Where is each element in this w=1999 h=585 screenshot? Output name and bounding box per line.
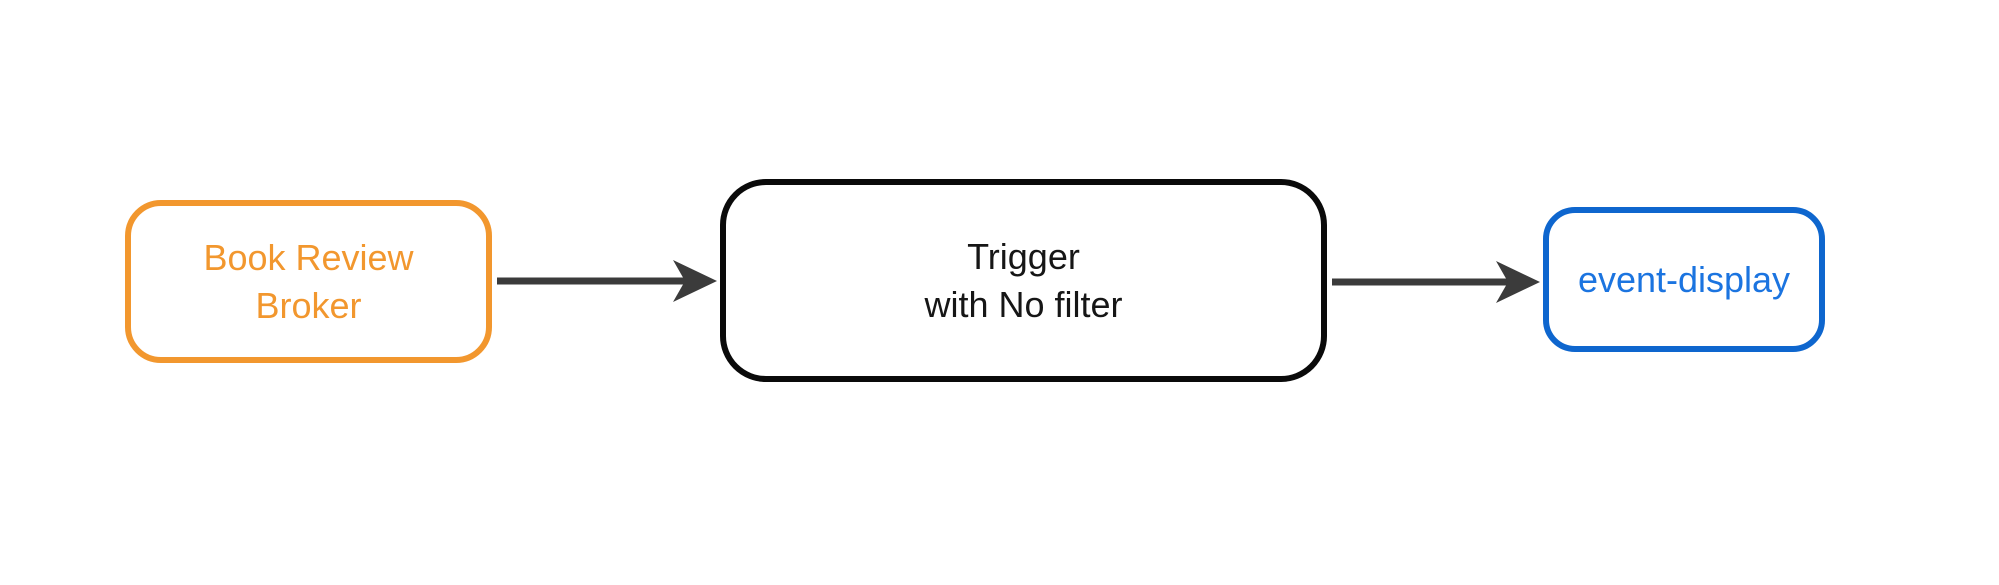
node-trigger-with-no-filter: Trigger with No filter <box>720 179 1327 382</box>
edge-broker-to-trigger <box>497 260 717 302</box>
node-label-line: Book Review <box>203 236 414 278</box>
arrowhead-icon <box>1496 261 1540 303</box>
node-label: Trigger with No filter <box>924 233 1122 328</box>
node-label-line: Broker <box>255 284 362 326</box>
node-label: event-display <box>1578 256 1790 304</box>
node-label-line: event-display <box>1577 258 1791 300</box>
node-book-review-broker: Book Review Broker <box>125 200 492 363</box>
node-label: Book Review Broker <box>203 234 413 329</box>
node-label-line: with No filter <box>924 283 1123 325</box>
arrowhead-icon <box>673 260 717 302</box>
edge-trigger-to-event-display <box>1332 261 1540 303</box>
node-label-line: Trigger <box>967 235 1080 277</box>
node-event-display: event-display <box>1543 207 1825 352</box>
